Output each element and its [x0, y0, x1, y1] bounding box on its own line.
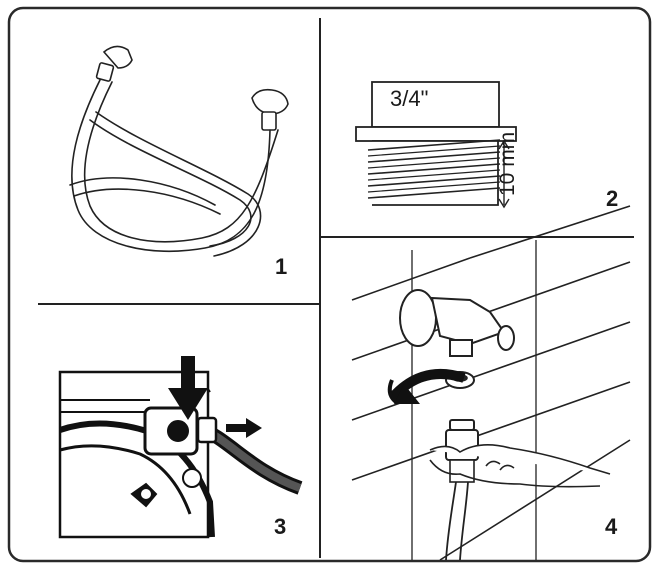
push-arrow-icon [168, 356, 208, 420]
inlet-hose-icon [69, 45, 289, 257]
panel-4-number: 4 [605, 514, 618, 539]
pull-arrow-icon [226, 418, 262, 438]
panel-3-number: 3 [274, 514, 287, 539]
machine-inlet-icon [58, 370, 303, 539]
thread-size-label: 3/4" [390, 86, 429, 111]
panel-2-number: 2 [606, 186, 619, 211]
panel-1-number: 1 [275, 254, 288, 279]
rotate-arrow-icon [387, 368, 466, 404]
thread-fitting-icon [355, 81, 517, 209]
height-dimension-label: 10 mm [496, 131, 519, 196]
